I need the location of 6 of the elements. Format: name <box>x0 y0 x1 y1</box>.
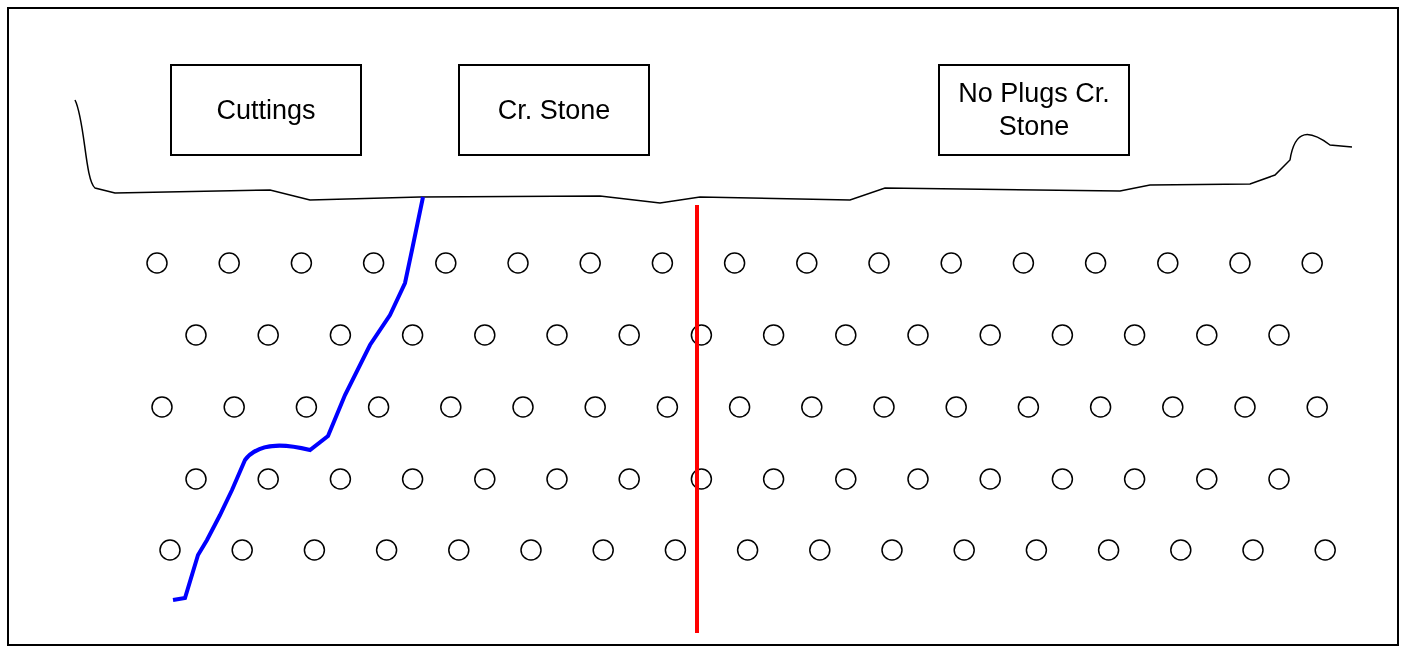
label-box <box>458 64 650 156</box>
box-label: Cuttings <box>216 93 316 127</box>
box-label: Cr. Stone <box>497 93 611 127</box>
label-box <box>938 64 1130 156</box>
label-box <box>170 64 362 156</box>
box-label: No Plugs Cr. Stone <box>957 77 1111 143</box>
